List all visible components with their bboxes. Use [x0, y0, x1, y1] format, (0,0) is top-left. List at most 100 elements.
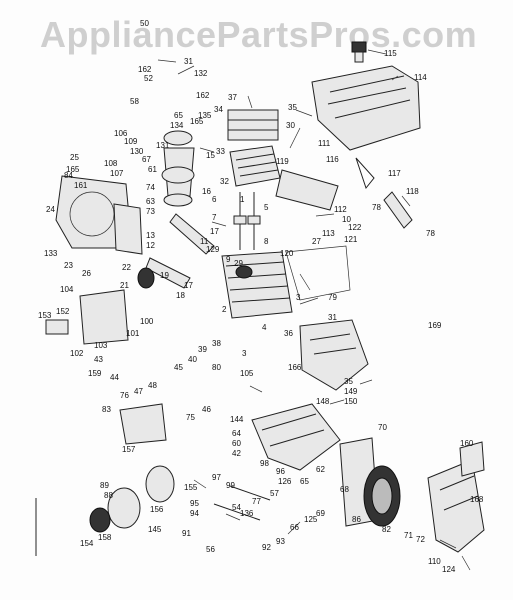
part-label-60: 60: [232, 439, 241, 448]
part-label-66: 66: [290, 523, 299, 532]
part-label-122: 122: [348, 223, 362, 232]
part-label-23: 23: [64, 261, 73, 270]
part-label-4: 4: [262, 323, 267, 332]
part-label-48: 48: [148, 381, 157, 390]
part-label-105: 105: [240, 369, 254, 378]
part-label-88: 88: [104, 491, 113, 500]
part-label-165b: 165: [66, 165, 80, 174]
part-label-8: 8: [264, 237, 269, 246]
part-label-52: 52: [144, 74, 153, 83]
part-label-91: 91: [182, 529, 191, 538]
part-label-1: 1: [240, 195, 245, 204]
part-label-3b: 3: [242, 349, 247, 358]
part-label-148: 148: [316, 397, 330, 406]
part-label-44: 44: [110, 373, 119, 382]
part-label-108: 108: [104, 159, 118, 168]
part-label-21: 21: [120, 281, 129, 290]
part-label-27: 27: [312, 237, 321, 246]
part-label-168: 168: [470, 495, 484, 504]
tank-bracket: [275, 157, 413, 229]
part-label-35b: 35: [344, 377, 353, 386]
blower-housing: [55, 175, 143, 255]
part-label-37: 37: [228, 93, 237, 102]
part-label-15: 15: [206, 151, 215, 160]
part-label-165: 165: [190, 117, 204, 126]
part-label-70: 70: [378, 423, 387, 432]
part-label-67: 67: [142, 155, 151, 164]
part-label-144: 144: [230, 415, 244, 424]
part-label-134: 134: [170, 121, 184, 130]
part-label-89: 89: [100, 481, 109, 490]
engine-block: [221, 251, 293, 319]
part-label-83: 83: [102, 405, 111, 414]
part-label-95: 95: [190, 499, 199, 508]
gear-housing: [299, 319, 369, 391]
part-label-162b: 162: [196, 91, 210, 100]
part-label-99: 99: [226, 481, 235, 490]
part-label-69: 69: [316, 509, 325, 518]
part-label-162: 162: [138, 65, 152, 74]
part-label-29: 29: [234, 259, 243, 268]
part-label-109: 109: [124, 137, 138, 146]
part-label-63: 63: [146, 197, 155, 206]
wheel: [363, 465, 401, 527]
part-label-58: 58: [130, 97, 139, 106]
part-label-161: 161: [74, 181, 88, 190]
fuel-tank: [311, 41, 421, 151]
part-label-7: 7: [212, 213, 217, 222]
part-label-30: 30: [286, 121, 295, 130]
part-label-9: 9: [226, 255, 231, 264]
part-label-93: 93: [276, 537, 285, 546]
part-label-64: 64: [232, 429, 241, 438]
part-label-76: 76: [120, 391, 129, 400]
leader-lines: [157, 49, 471, 571]
part-label-17b: 17: [184, 281, 193, 290]
part-label-5: 5: [264, 203, 269, 212]
part-label-73: 73: [146, 207, 155, 216]
part-label-10: 10: [342, 215, 351, 224]
part-label-40: 40: [188, 355, 197, 364]
part-label-72: 72: [416, 535, 425, 544]
part-label-3: 3: [296, 293, 301, 302]
part-label-26: 26: [82, 269, 91, 278]
part-label-157b: 156: [150, 505, 164, 514]
part-label-96: 96: [276, 467, 285, 476]
part-label-75: 75: [186, 413, 195, 422]
part-label-18: 18: [176, 291, 185, 300]
part-label-113: 113: [322, 229, 335, 238]
part-label-16: 16: [202, 187, 211, 196]
part-label-131: 131: [156, 141, 170, 150]
part-label-110: 110: [428, 557, 441, 566]
part-label-65b: 65: [300, 477, 309, 486]
part-label-86: 86: [352, 515, 361, 524]
part-label-100: 100: [140, 317, 154, 326]
part-label-120: 120: [280, 249, 294, 258]
part-label-78b: 78: [426, 229, 435, 238]
discharge-chute: [427, 441, 485, 553]
part-label-12: 12: [146, 241, 155, 250]
pulleys: [89, 465, 271, 533]
part-label-38: 38: [212, 339, 221, 348]
part-label-56: 56: [206, 545, 215, 554]
part-label-65: 65: [174, 111, 183, 120]
part-label-31: 31: [184, 57, 193, 66]
part-label-106: 106: [114, 129, 128, 138]
part-label-158: 158: [98, 533, 112, 542]
part-label-160: 160: [460, 439, 474, 448]
gasket: [285, 245, 351, 301]
cylinder-head: [227, 109, 281, 187]
part-label-153: 153: [38, 311, 52, 320]
part-label-6: 6: [212, 195, 217, 204]
air-cleaner: [161, 130, 195, 207]
part-label-116: 116: [326, 155, 339, 164]
valve-train: [137, 192, 261, 289]
part-label-149: 149: [344, 387, 358, 396]
part-label-47: 47: [134, 387, 143, 396]
part-label-102: 102: [70, 349, 84, 358]
part-label-80: 80: [212, 363, 221, 372]
part-label-97: 97: [212, 473, 221, 482]
part-label-121: 121: [344, 235, 358, 244]
part-label-103: 103: [94, 341, 108, 350]
part-label-33: 33: [216, 147, 225, 156]
part-label-82: 82: [382, 525, 391, 534]
